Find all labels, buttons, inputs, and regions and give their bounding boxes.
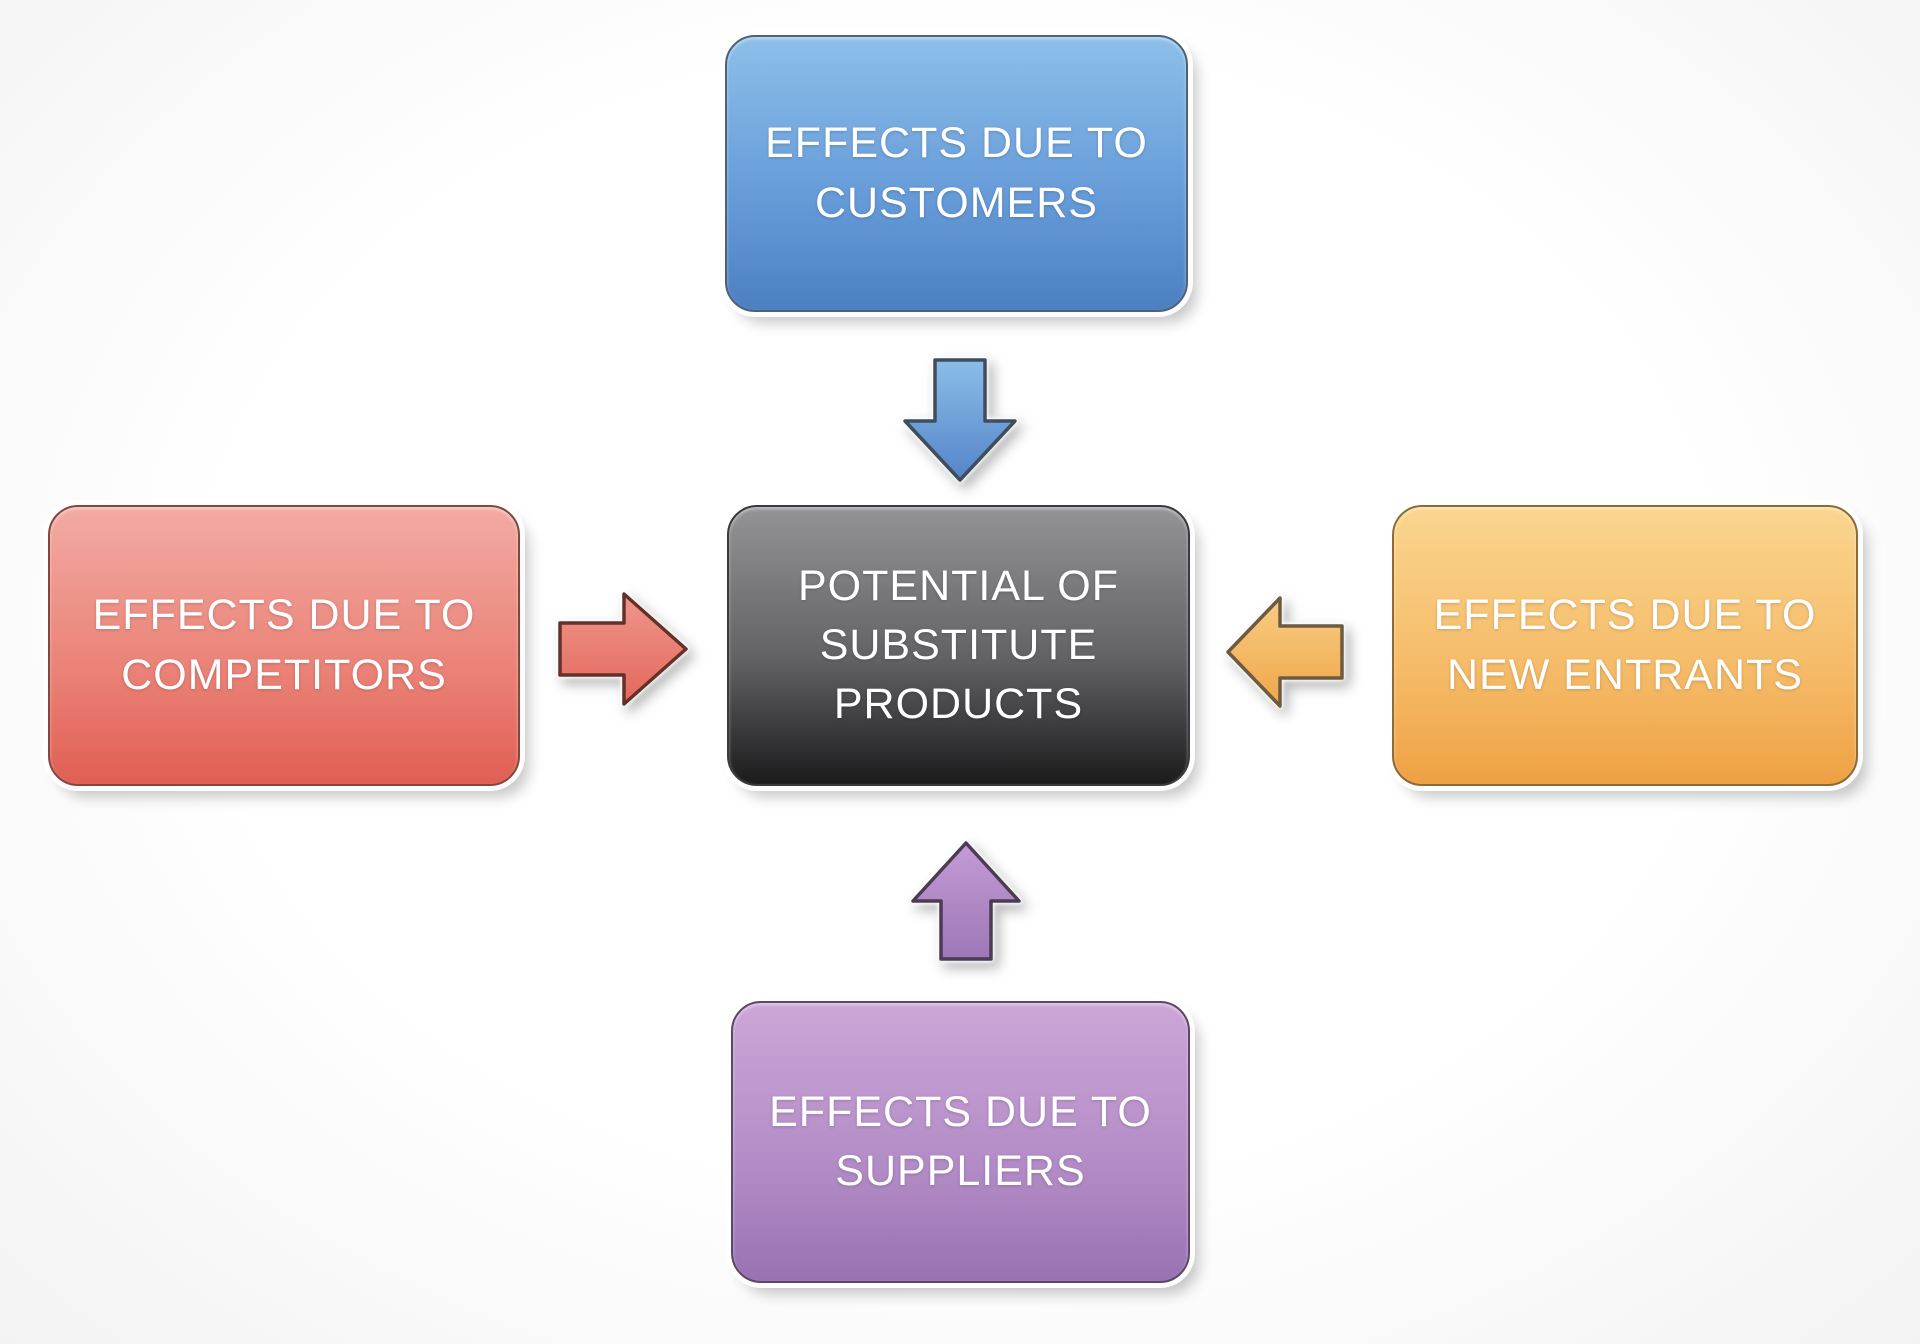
node-label-line: EFFECTS DUE TO bbox=[769, 1087, 1152, 1136]
node-label-line: EFFECTS DUE TO bbox=[92, 591, 476, 640]
node-label-line: SUPPLIERS bbox=[835, 1147, 1086, 1195]
node-label-line: POTENTIAL OF bbox=[798, 561, 1119, 610]
node-label: EFFECTS DUE TO CUSTOMERS bbox=[765, 114, 1148, 233]
node-label-line: CUSTOMERS bbox=[815, 178, 1098, 227]
node-label-line: PRODUCTS bbox=[833, 680, 1084, 729]
node-potential-of-substitute-products: POTENTIAL OF SUBSTITUTE PRODUCTS bbox=[727, 505, 1190, 786]
node-effects-due-to-competitors: EFFECTS DUE TO COMPETITORS bbox=[48, 505, 520, 786]
arrow-up-shape bbox=[911, 841, 1021, 961]
node-label: EFFECTS DUE TO SUPPLIERS bbox=[769, 1083, 1152, 1202]
node-label-line: COMPETITORS bbox=[121, 650, 447, 699]
node-effects-due-to-new-entrants: EFFECTS DUE TO NEW ENTRANTS bbox=[1392, 505, 1858, 786]
arrow-left-icon bbox=[1226, 596, 1344, 708]
node-label-line: EFFECTS DUE TO bbox=[765, 119, 1148, 168]
node-effects-due-to-customers: EFFECTS DUE TO CUSTOMERS bbox=[725, 35, 1188, 312]
arrow-down-icon bbox=[903, 358, 1017, 482]
arrow-right-icon bbox=[558, 592, 688, 706]
arrow-up-icon bbox=[911, 841, 1021, 961]
node-label: POTENTIAL OF SUBSTITUTE PRODUCTS bbox=[798, 557, 1119, 735]
node-effects-due-to-suppliers: EFFECTS DUE TO SUPPLIERS bbox=[731, 1001, 1190, 1283]
node-label-line: EFFECTS DUE TO bbox=[1433, 591, 1817, 640]
arrow-left-shape bbox=[1226, 596, 1344, 708]
arrow-down-shape bbox=[903, 358, 1017, 482]
node-label: EFFECTS DUE TO COMPETITORS bbox=[93, 586, 476, 705]
arrow-right-shape bbox=[558, 592, 688, 706]
node-label: EFFECTS DUE TO NEW ENTRANTS bbox=[1434, 586, 1817, 705]
node-label-line: SUBSTITUTE bbox=[819, 620, 1098, 669]
node-label-line: NEW ENTRANTS bbox=[1446, 650, 1803, 699]
